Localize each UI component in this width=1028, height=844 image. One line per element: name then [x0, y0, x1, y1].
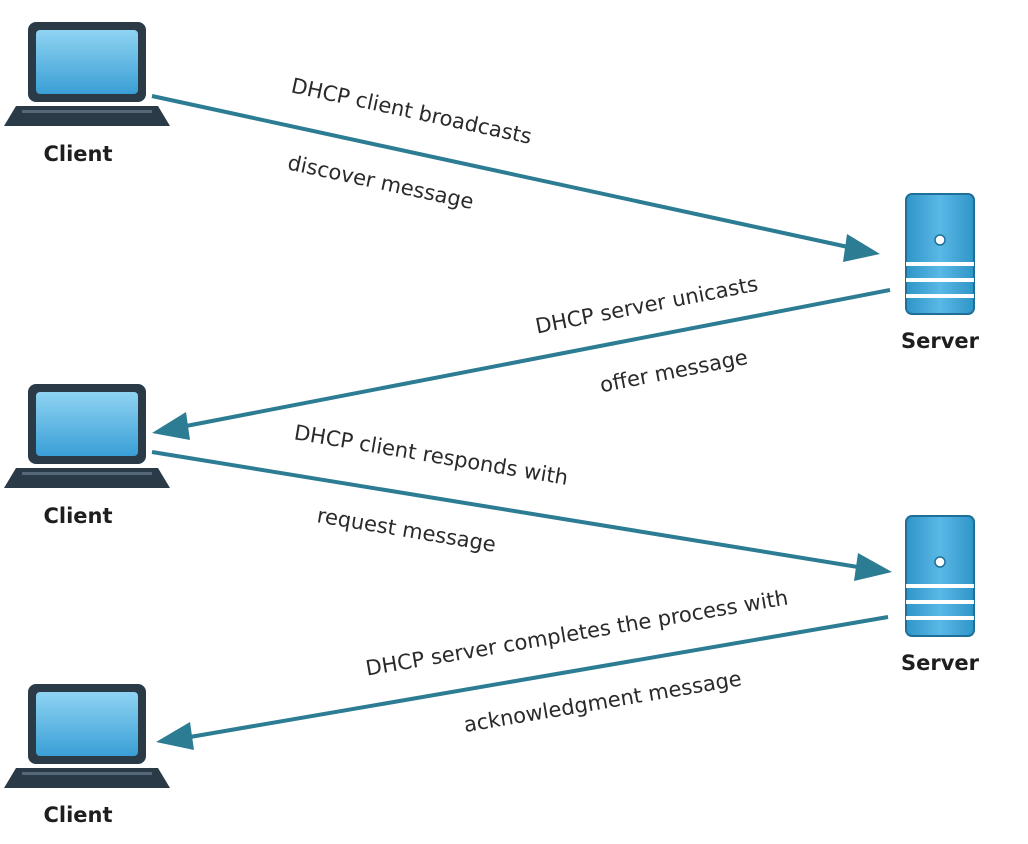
laptop-icon: [4, 22, 170, 126]
server-label-1: Server: [901, 329, 980, 353]
client-node-1: Client: [4, 22, 170, 166]
offer-line-2: offer message: [598, 345, 750, 397]
server-label-2: Server: [901, 651, 980, 675]
discover-line-1: DHCP client broadcasts: [289, 73, 534, 148]
acknowledgment-line-2: acknowledgment message: [462, 666, 743, 737]
server-icon: [905, 193, 975, 315]
server-node-1: Server: [901, 193, 980, 353]
acknowledgment-arrow: [156, 615, 889, 750]
client-node-2: Client: [4, 384, 170, 528]
client-label-3: Client: [43, 803, 112, 827]
offer-message-label: DHCP server unicasts offer message: [533, 272, 760, 397]
request-message-label: DHCP client responds with request messag…: [292, 420, 570, 557]
offer-arrow: [152, 288, 891, 440]
discover-message-label: DHCP client broadcasts discover message: [286, 73, 534, 214]
client-node-3: Client: [4, 684, 170, 827]
laptop-icon: [4, 684, 170, 788]
offer-line-1: DHCP server unicasts: [533, 272, 760, 339]
discover-arrow: [151, 94, 880, 262]
request-line-1: DHCP client responds with: [292, 420, 570, 489]
request-line-2: request message: [315, 503, 497, 557]
client-label-2: Client: [43, 504, 112, 528]
laptop-icon: [4, 384, 170, 488]
client-label-1: Client: [43, 142, 112, 166]
server-node-2: Server: [901, 515, 980, 675]
acknowledgment-line-1: DHCP server completes the process with: [364, 586, 790, 681]
server-icon: [905, 515, 975, 637]
request-arrow: [151, 450, 892, 581]
